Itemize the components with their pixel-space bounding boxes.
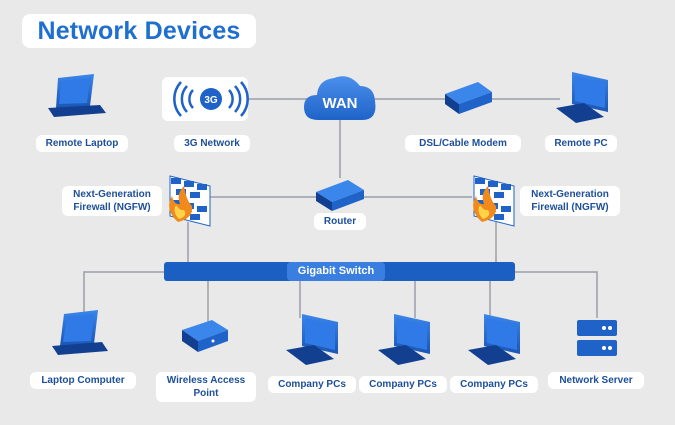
label-remote-laptop: Remote Laptop [36,135,128,152]
label-ngfw-left-line-1: Next-Generation [73,189,151,200]
firewall-left-icon [169,175,211,227]
label-network-server: Network Server [548,372,644,389]
label-wireless-ap: Wireless Access Point [156,372,256,402]
label-company-pcs-2: Company PCs [359,376,447,393]
modem-icon [445,82,492,114]
label-company-pcs-1: Company PCs [268,376,356,393]
label-wireless-ap-line-2: Point [193,388,219,399]
label-ngfw-right-line-1: Next-Generation [531,189,609,200]
label-dsl-modem: DSL/Cable Modem [405,135,521,152]
wireless-access-point-icon [182,320,228,352]
connection-lines [83,98,598,322]
label-remote-pc: Remote PC [545,135,617,152]
label-laptop-computer: Laptop Computer [30,372,136,389]
label-ngfw-right-line-2: Firewall (NGFW) [531,202,609,213]
company-pc-icon-3 [468,314,520,365]
title-box: Network Devices [22,14,256,48]
3g-network-icon: 3G [162,77,249,121]
router-icon [316,180,364,211]
company-pc-icon-1 [286,314,338,365]
label-company-pcs-3: Company PCs [450,376,538,393]
laptop-computer-icon [52,310,108,355]
label-router: Router [314,213,366,230]
label-3g-network: 3G Network [174,135,250,152]
label-ngfw-left-line-2: Firewall (NGFW) [73,202,151,213]
wan-label: WAN [323,95,358,112]
label-wireless-ap-line-1: Wireless Access [166,375,246,386]
firewall-right-icon [473,175,515,227]
desktop-pc-icon [556,72,608,123]
wan-cloud-icon: WAN [304,76,376,120]
label-ngfw-right: Next-Generation Firewall (NGFW) [520,186,620,216]
label-ngfw-left: Next-Generation Firewall (NGFW) [62,186,162,216]
page-title: Network Devices [37,17,241,45]
laptop-icon [48,74,106,117]
line-switch-server [515,271,598,318]
line-switch-laptop [83,271,164,318]
company-pc-icon-2 [378,314,430,365]
network-server-icon [577,320,617,356]
3g-icon-text: 3G [204,95,218,106]
gigabit-switch-label: Gigabit Switch [287,262,385,281]
